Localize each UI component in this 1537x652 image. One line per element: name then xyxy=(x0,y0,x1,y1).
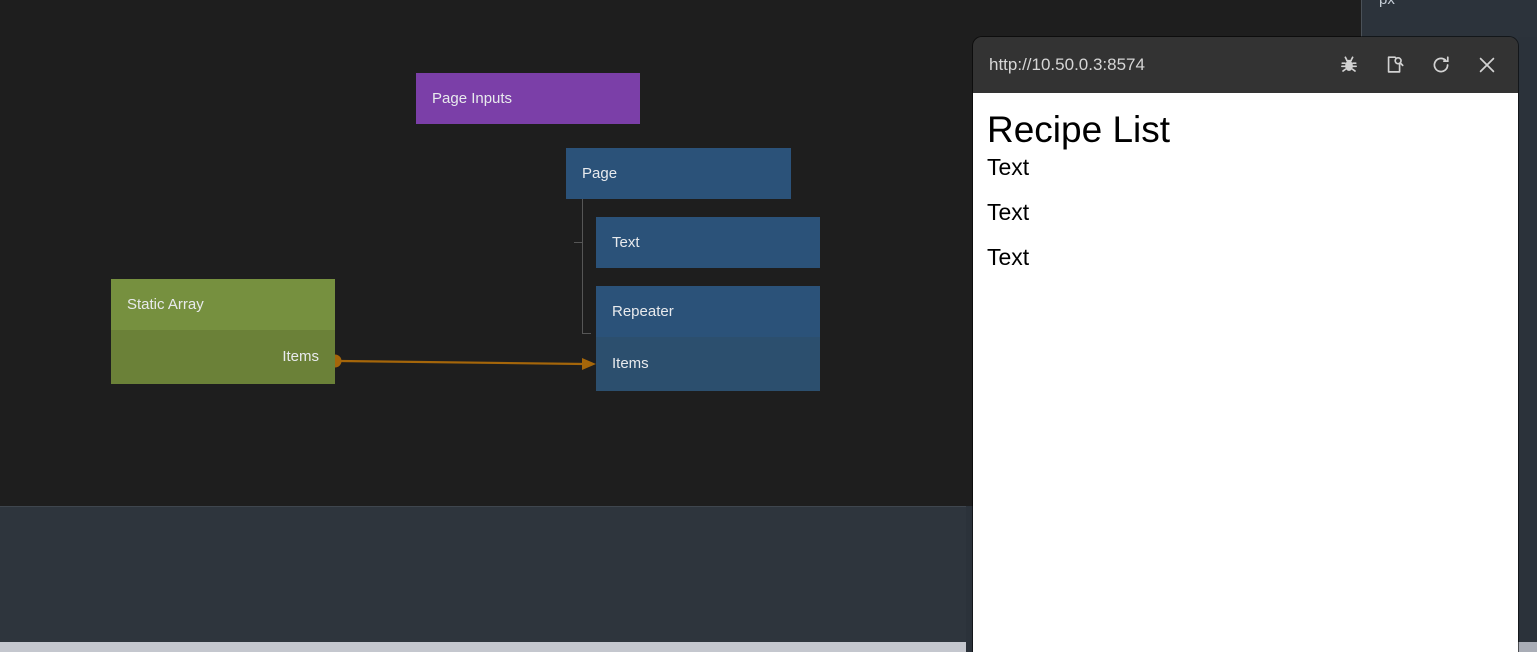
node-repeater[interactable]: Repeater Items xyxy=(596,286,820,391)
node-port-items-input[interactable]: Items xyxy=(596,337,820,391)
reload-icon[interactable] xyxy=(1424,48,1458,82)
preview-bottom-strip xyxy=(1518,642,1537,652)
tree-connector-tick-text xyxy=(574,242,583,243)
preview-body: Recipe List Text Text Text xyxy=(973,93,1518,652)
node-title: Text xyxy=(596,217,820,268)
node-port-items-output[interactable]: Items xyxy=(111,330,335,384)
preview-left-gutter xyxy=(966,506,975,652)
preview-list-item: Text xyxy=(987,243,1030,270)
tree-connector-tick-repeater xyxy=(582,333,591,334)
preview-window[interactable]: http://10.50.0.3:8574 xyxy=(973,37,1518,652)
node-page[interactable]: Page xyxy=(566,148,791,199)
bug-icon[interactable] xyxy=(1332,48,1366,82)
node-title: Repeater xyxy=(596,286,820,337)
node-static-array[interactable]: Static Array Items xyxy=(111,279,335,384)
tree-connector-spine xyxy=(582,199,583,333)
bottom-scrollbar-strip[interactable] xyxy=(0,642,1537,652)
close-icon[interactable] xyxy=(1470,48,1504,82)
node-title: Page Inputs xyxy=(416,73,640,124)
preview-list-item: Text xyxy=(987,198,1030,225)
preview-right-gutter xyxy=(1518,37,1537,652)
node-title: Page xyxy=(566,148,791,199)
preview-url-label[interactable]: http://10.50.0.3:8574 xyxy=(989,55,1145,74)
node-page-inputs[interactable]: Page Inputs xyxy=(416,73,640,124)
preview-list-item: Text xyxy=(987,153,1030,180)
node-text[interactable]: Text xyxy=(596,217,820,268)
unit-label: px xyxy=(1379,0,1395,8)
inspect-page-icon[interactable] xyxy=(1378,48,1412,82)
preview-titlebar[interactable]: http://10.50.0.3:8574 xyxy=(973,37,1518,93)
preview-page-heading: Recipe List xyxy=(987,109,1171,150)
node-title: Static Array xyxy=(111,279,335,330)
